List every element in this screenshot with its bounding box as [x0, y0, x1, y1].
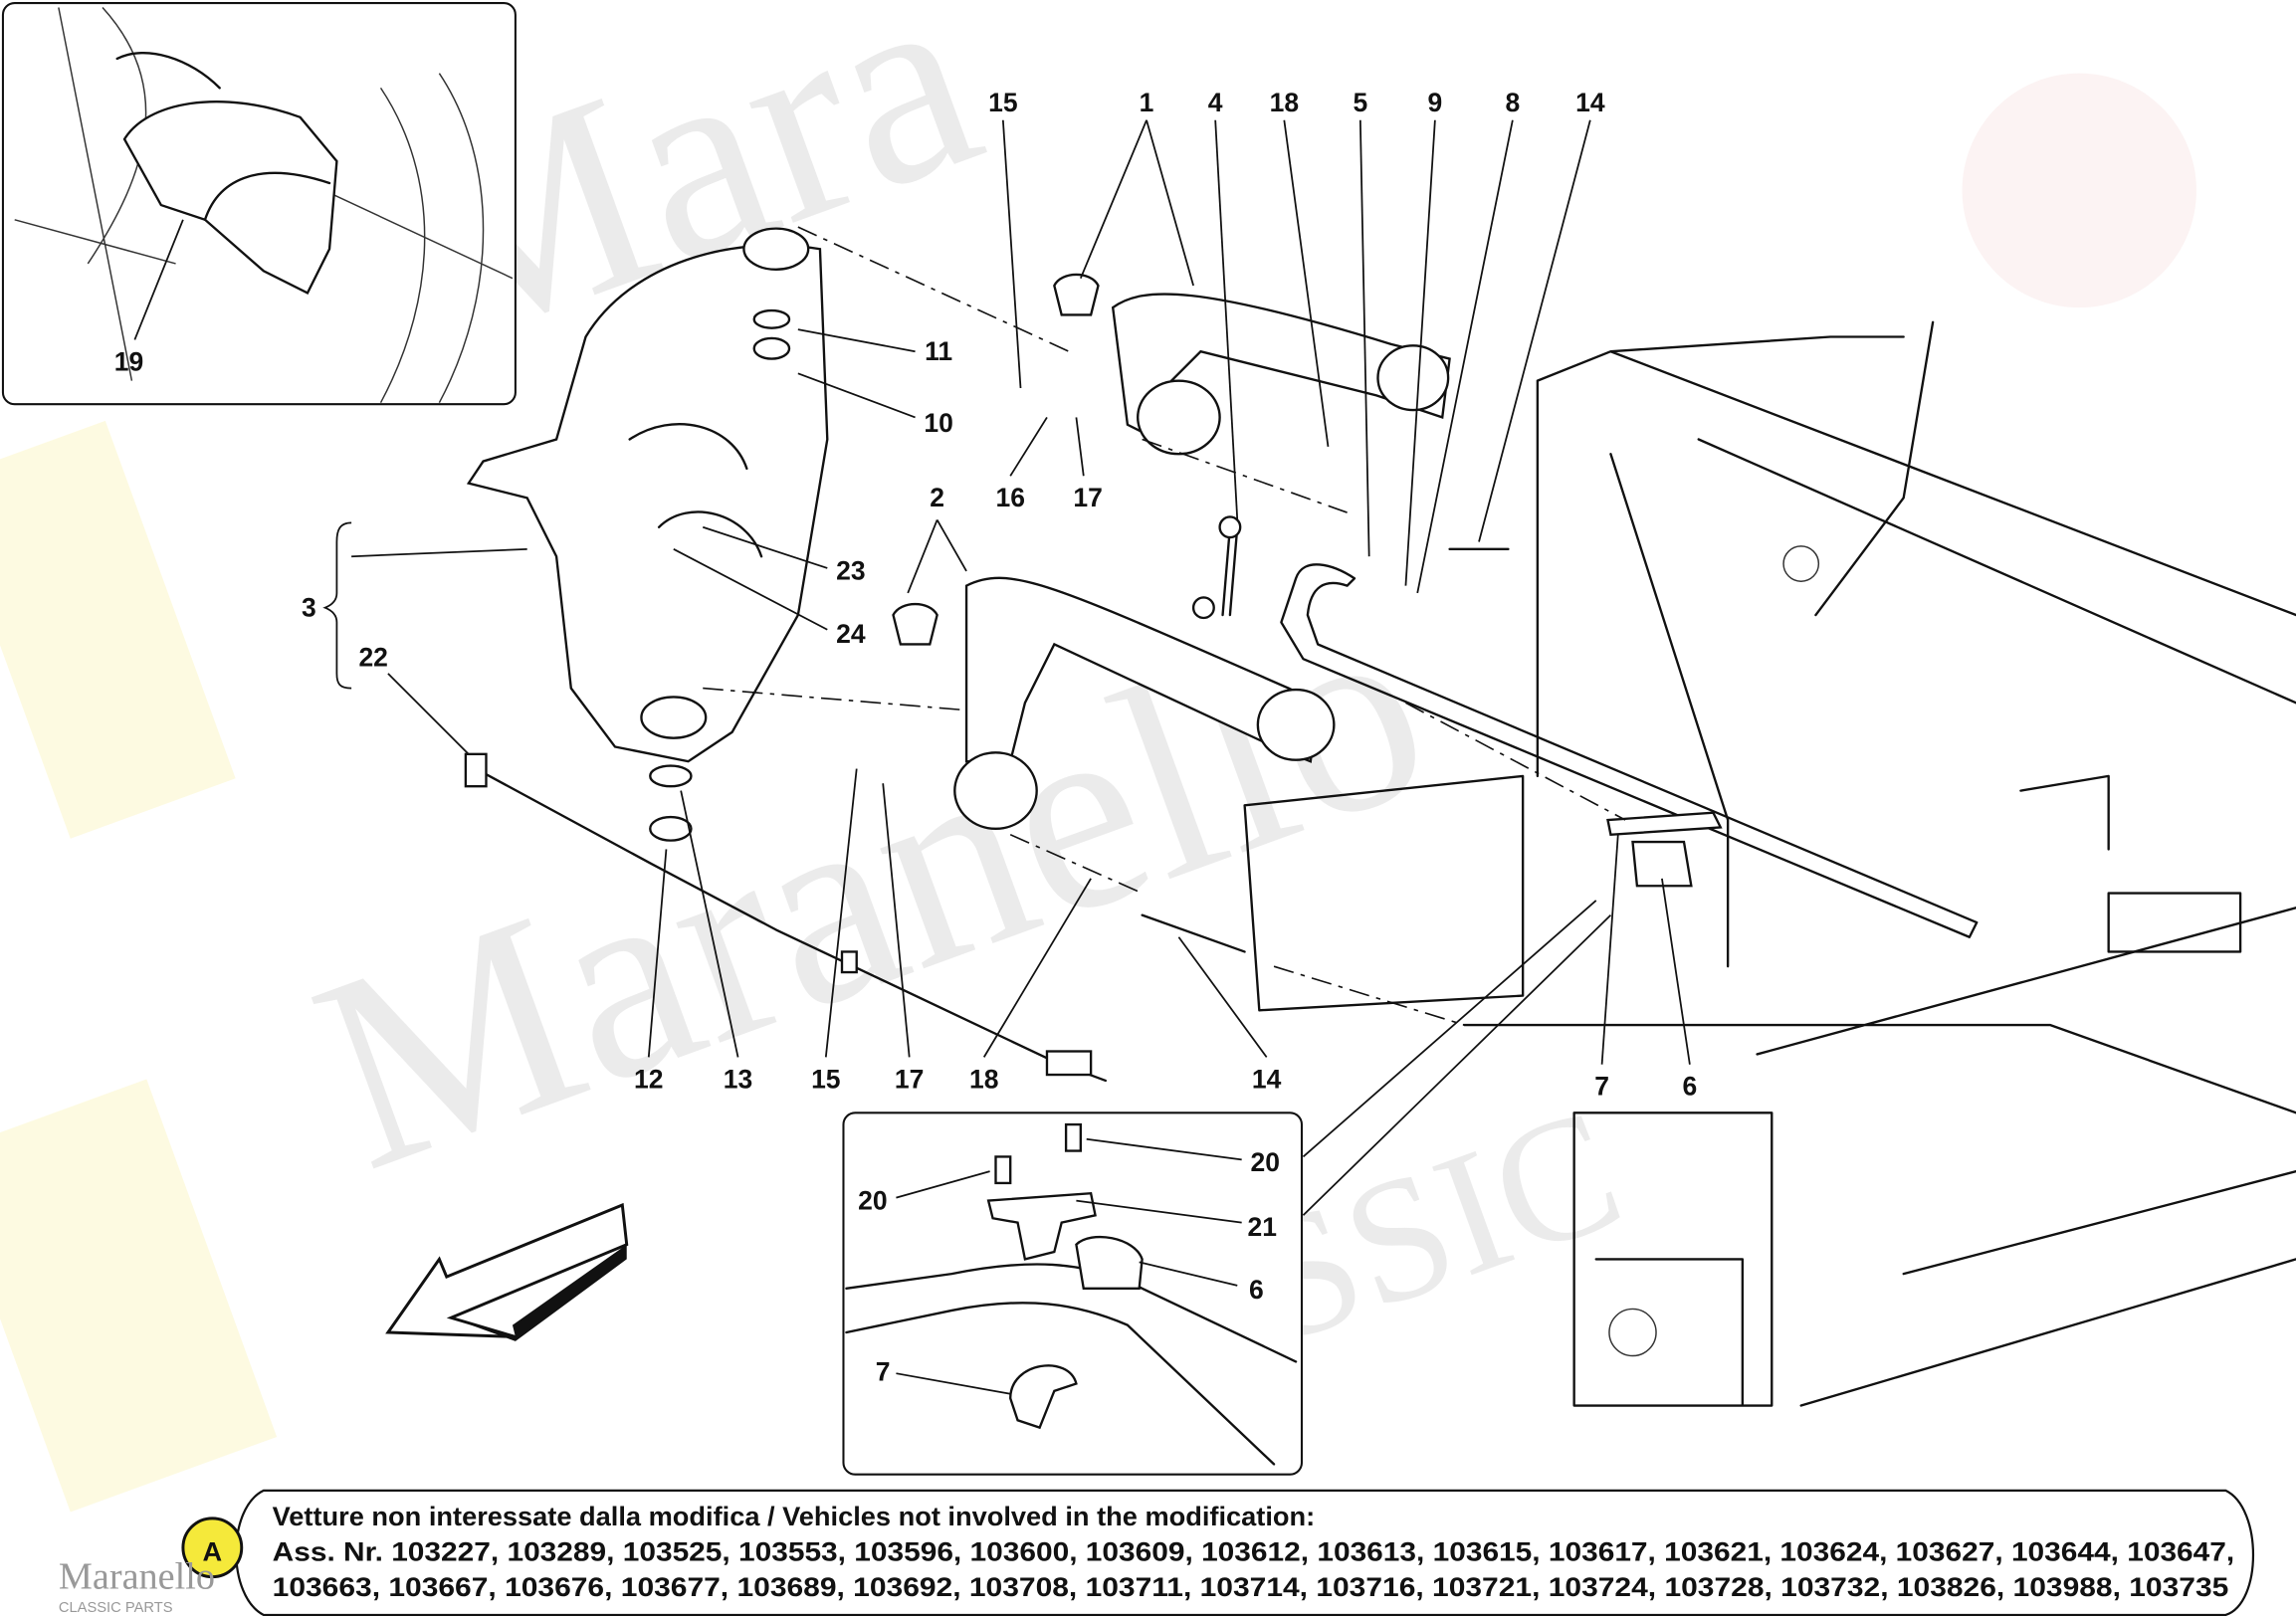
callout-label: 24: [836, 619, 866, 649]
assembly-lines: [703, 226, 1626, 1026]
callout-label: 8: [1505, 88, 1520, 117]
svg-text:Maranello: Maranello: [59, 1555, 215, 1597]
note-title: Vetture non interessate dalla modifica /…: [273, 1501, 1316, 1531]
callout-label: 9: [1428, 88, 1443, 117]
callout-label: 7: [1594, 1072, 1609, 1102]
callout-label: 3: [302, 593, 316, 623]
leader-lines: [387, 119, 1691, 1216]
note-line-2: 103663, 103667, 103676, 103677, 103689, …: [273, 1571, 2229, 1602]
callout-label: 23: [836, 556, 865, 586]
callout-label: 11: [925, 336, 952, 366]
callout-label: 15: [811, 1064, 840, 1094]
callout-label: 20: [1250, 1147, 1279, 1177]
callout-label: 17: [895, 1064, 924, 1094]
watermark-logo: Maranello CLASSIC PARTS: [59, 1555, 215, 1616]
hub-carrier: [466, 227, 829, 842]
callout-label: 4: [1208, 88, 1223, 117]
callout-label: 1: [1140, 88, 1154, 117]
callout-label: 13: [724, 1064, 752, 1094]
callout-label: 6: [1683, 1072, 1698, 1102]
note-badge-letter: A: [203, 1536, 223, 1567]
svg-text:CLASSIC PARTS: CLASSIC PARTS: [59, 1600, 173, 1616]
detail-inset-anti-roll-bar-mount: [842, 1112, 1304, 1476]
callout-label: 7: [876, 1357, 891, 1387]
callout-label: 18: [969, 1064, 998, 1094]
callout-label: 14: [1575, 88, 1605, 117]
upper-wishbone: [1053, 273, 1451, 456]
lower-wishbone: [892, 576, 1336, 831]
callout-label: 10: [924, 408, 952, 438]
front-direction-arrow: [385, 1202, 629, 1338]
anti-roll-bar: [1191, 515, 1979, 938]
sensor-cable: [464, 752, 1108, 1083]
chassis-frame: [1243, 320, 2296, 1407]
callout-label: 17: [1073, 483, 1102, 512]
callout-label: 14: [1252, 1064, 1282, 1094]
callout-label: 15: [988, 88, 1017, 117]
vehicle-note-box: A Vetture non interessate dalla modifica…: [181, 1489, 2255, 1617]
detail-inset-19: [1, 2, 517, 406]
callout-label: 12: [634, 1064, 663, 1094]
group-bracket-3: [322, 521, 352, 690]
callout-label: 20: [858, 1185, 887, 1215]
callout-label: 6: [1249, 1275, 1264, 1305]
note-line-1: Ass. Nr. 103227, 103289, 103525, 103553,…: [273, 1536, 2235, 1567]
callout-label: 21: [1248, 1212, 1277, 1242]
callout-label: 5: [1353, 88, 1367, 117]
callout-label: 22: [358, 643, 387, 673]
callout-label: 18: [1270, 88, 1299, 117]
callout-label: 16: [995, 483, 1024, 512]
callout-label: 2: [930, 483, 944, 512]
callout-label: 19: [114, 346, 143, 376]
note-badge-a: [181, 1517, 244, 1579]
